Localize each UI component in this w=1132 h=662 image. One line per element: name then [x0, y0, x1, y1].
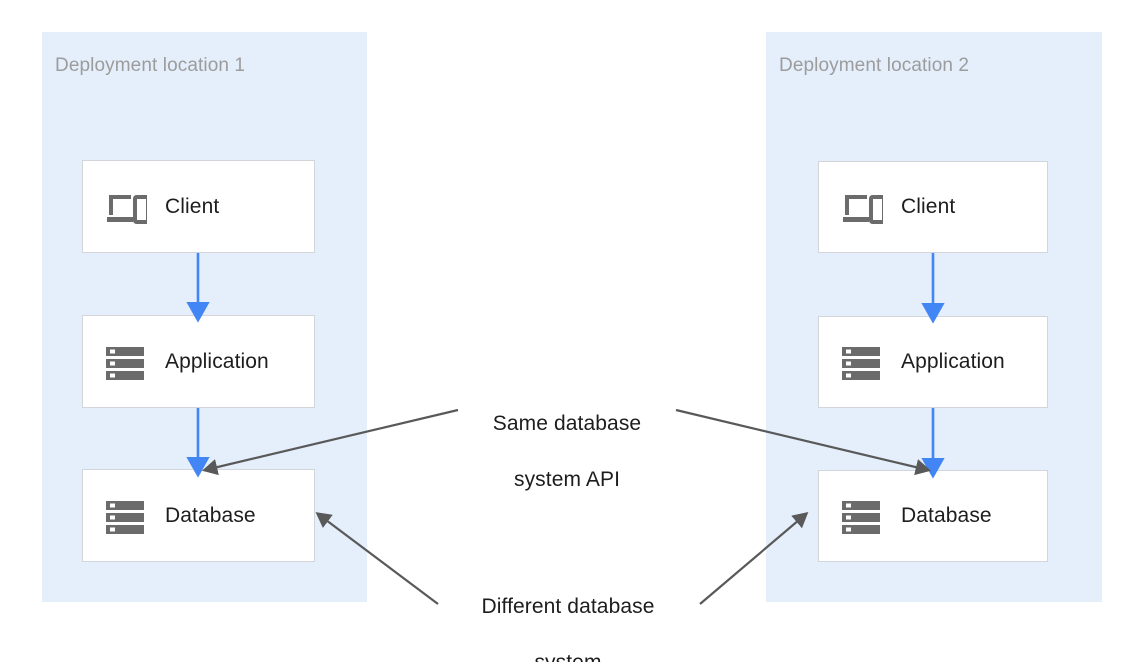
deployment-location-1-title: Deployment location 1	[55, 55, 246, 76]
annotation-different-database-system: Different database system	[452, 565, 684, 662]
node-database-1-label: Database	[165, 503, 256, 527]
annotation-same-api-line-1: Same database	[492, 412, 642, 435]
node-database-2-label: Database	[901, 504, 992, 527]
node-database-2[interactable]: Database	[818, 470, 1048, 562]
node-client-1-label: Client	[165, 194, 220, 218]
annotation-same-database-system-api: Same database system API	[466, 382, 668, 522]
node-client-1[interactable]: Client	[82, 160, 315, 253]
node-database-1[interactable]: Database	[82, 469, 315, 562]
node-application-1-label: Application	[165, 349, 269, 373]
server-stack-icon	[839, 340, 883, 384]
annotation-different-system-line-2: system	[452, 649, 684, 662]
annotation-different-system-line-1: Different database	[481, 595, 655, 618]
devices-icon	[103, 185, 150, 229]
node-application-2[interactable]: Application	[818, 316, 1048, 408]
node-client-2[interactable]: Client	[818, 161, 1048, 253]
annotation-same-api-line-2: system API	[513, 468, 621, 491]
server-stack-icon	[103, 340, 147, 384]
node-application-1[interactable]: Application	[82, 315, 315, 408]
node-client-2-label: Client	[901, 195, 956, 218]
server-stack-icon	[103, 494, 147, 538]
deployment-location-2-title: Deployment location 2	[779, 55, 970, 76]
node-application-2-label: Application	[901, 350, 1005, 373]
server-stack-icon	[839, 494, 883, 538]
devices-icon	[839, 185, 886, 229]
